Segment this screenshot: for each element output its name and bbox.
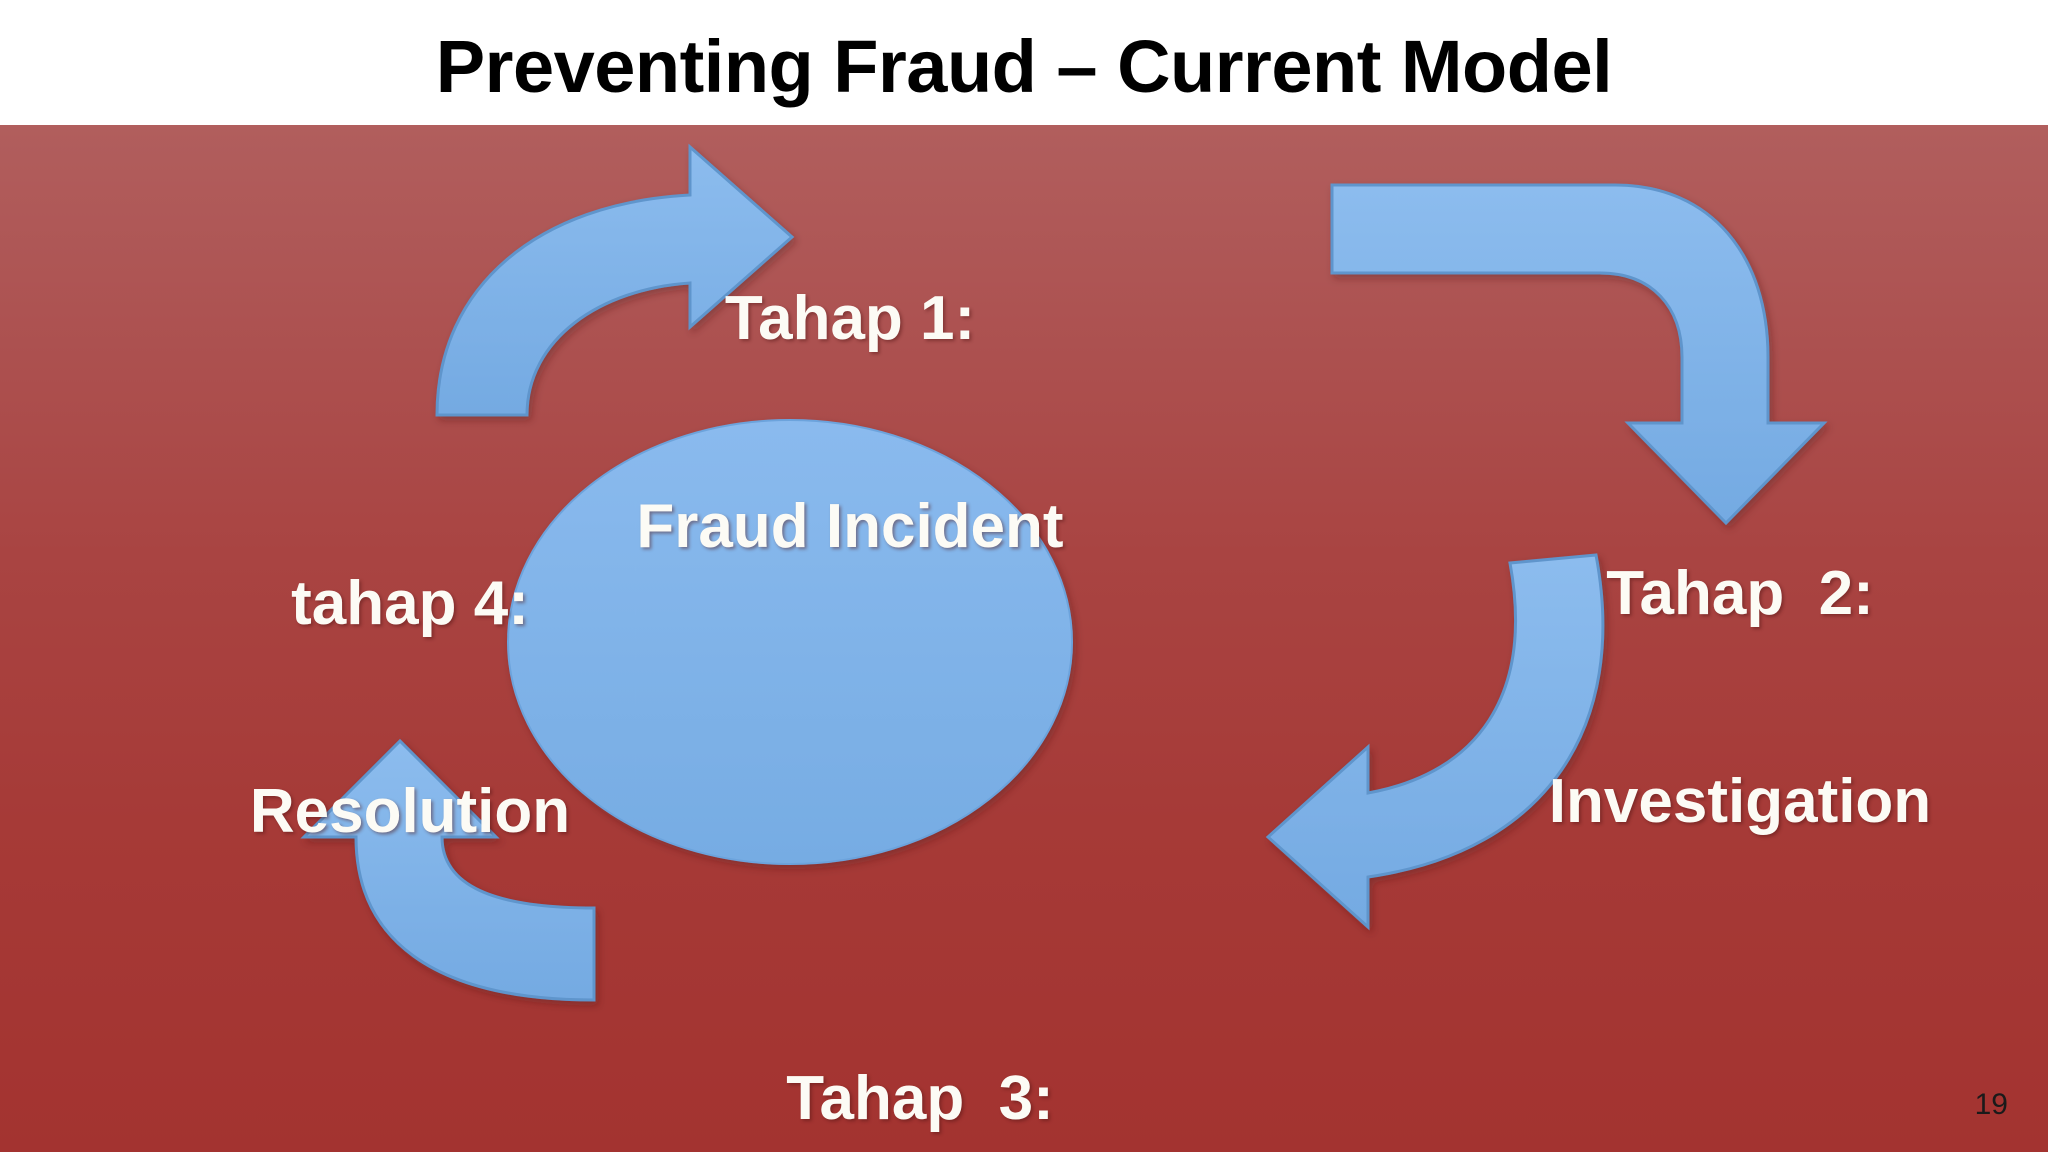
stage-4-line-2: Resolution	[249, 777, 571, 847]
title-bar: Preventing Fraud – Current Model	[0, 0, 2048, 125]
arrow-to-stage-2-icon	[1330, 183, 1828, 526]
stage-label-1: Tahap 1: Fraud Incident	[540, 145, 1160, 701]
stage-4-line-1: tahap 4:	[291, 568, 529, 638]
stage-label-4: tahap 4: Resolution	[130, 430, 690, 986]
stage-label-3: Tahap 3: Action	[610, 925, 1230, 1152]
arrow-to-stage-1-icon	[435, 143, 795, 417]
stage-3-line-1: Tahap 3:	[786, 1063, 1054, 1133]
center-ellipse	[507, 419, 1073, 865]
arrow-to-stage-4-icon	[300, 738, 596, 1002]
stage-2-line-1: Tahap 2:	[1606, 558, 1874, 628]
page-number: 19	[1974, 1088, 2008, 1121]
stage-label-2: Tahap 2: Investigation	[1440, 420, 2040, 976]
stage-1-line-2: Fraud Incident	[636, 492, 1064, 562]
content-panel: Tahap 1: Fraud Incident Tahap 2: Investi…	[0, 125, 2048, 1152]
page-title: Preventing Fraud – Current Model	[435, 24, 1613, 108]
cycle-diagram	[300, 143, 1828, 1002]
arrow-to-stage-3-icon	[1265, 553, 1605, 931]
stage-1-line-1: Tahap 1:	[724, 283, 976, 353]
stage-2-line-2: Investigation	[1548, 767, 1932, 837]
